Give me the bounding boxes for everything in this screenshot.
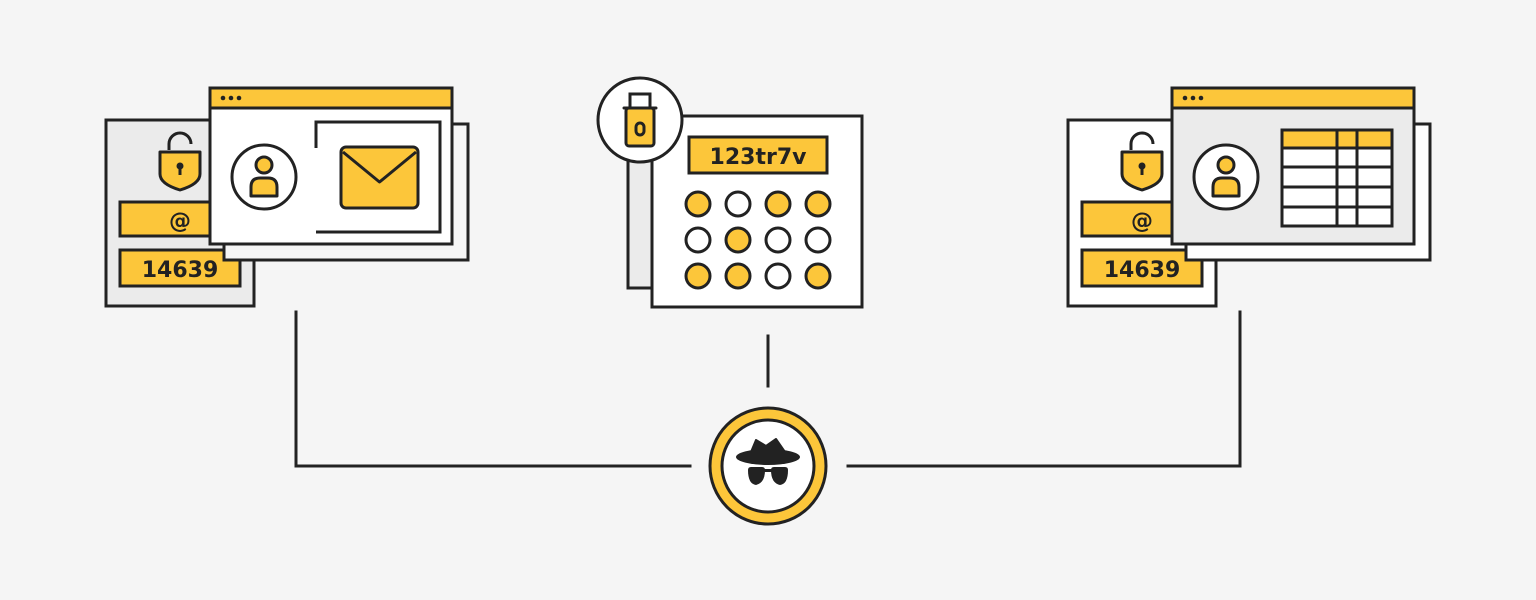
right-credential-group: @ 14639 (1066, 86, 1432, 308)
content-frame (314, 120, 442, 234)
right-connector (846, 310, 1242, 468)
pin-dot (764, 262, 792, 290)
table-grid-icon (1280, 128, 1394, 228)
pin-dot (684, 262, 712, 290)
pin-dot (724, 262, 752, 290)
pin-dot (804, 190, 832, 218)
window-title-bar (1170, 86, 1416, 110)
spy-hacker-icon (708, 406, 828, 526)
pin-dot (724, 190, 752, 218)
pin-dot (684, 226, 712, 254)
padlock-shield-icon (1120, 131, 1164, 192)
connector-lines (294, 310, 1242, 468)
email-field: @ (169, 209, 191, 234)
pin-field: 14639 (142, 258, 219, 283)
left-connector (294, 310, 692, 468)
email-window (208, 86, 454, 246)
center-password-group: 123tr7v (596, 76, 864, 309)
password-field-box (687, 135, 829, 175)
pin-field-box (118, 248, 242, 288)
pin-field: 14639 (1104, 258, 1181, 283)
spreadsheet-window (1170, 86, 1416, 246)
left-credential-group: @ 14639 (104, 86, 470, 308)
envelope-icon (339, 145, 420, 210)
pin-dot (764, 190, 792, 218)
user-avatar-icon (230, 143, 298, 211)
pin-dot (804, 262, 832, 290)
usb-key-icon (596, 76, 684, 164)
window-title-bar (208, 86, 454, 110)
pin-dot-grid (684, 190, 832, 290)
pin-dot (724, 226, 752, 254)
user-avatar-icon (1192, 143, 1260, 211)
pin-dot (764, 226, 792, 254)
pin-dot (804, 226, 832, 254)
password-field: 123tr7v (710, 145, 808, 170)
padlock-shield-icon (158, 131, 202, 192)
pin-dot (684, 190, 712, 218)
pin-field-box (1080, 248, 1204, 288)
email-field: @ (1131, 209, 1153, 234)
